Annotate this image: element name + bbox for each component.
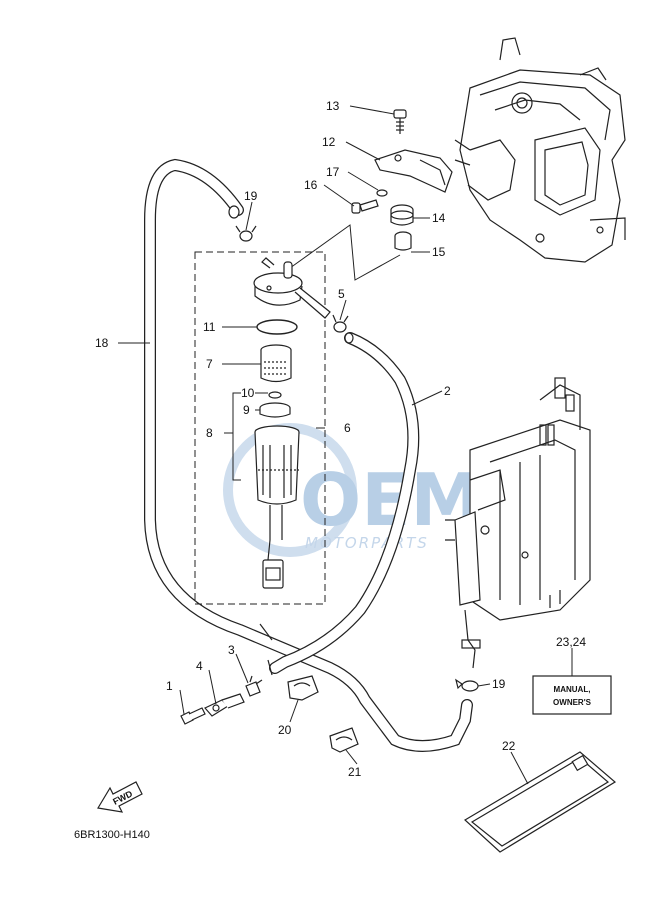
callout-9: 9 [243, 403, 250, 417]
filter-head [253, 257, 331, 319]
bracket-8 [224, 392, 325, 481]
clamp-19-bottom [455, 678, 479, 692]
callout-3: 3 [228, 643, 235, 657]
joint-4 [204, 693, 245, 717]
bolt-16 [351, 199, 379, 214]
holder-20 [287, 675, 319, 701]
fuel-hose-2 [267, 332, 420, 676]
callout-15: 15 [432, 245, 446, 259]
callout-11: 11 [203, 320, 216, 334]
callout-7: 7 [206, 357, 213, 371]
callout-20: 20 [278, 723, 292, 737]
engine-upper-assembly [454, 37, 626, 263]
holder-21 [329, 727, 359, 753]
diagram-code: 6BR1300-H140 [74, 829, 150, 841]
callout-19-top: 19 [244, 189, 258, 203]
callout-4: 4 [196, 659, 203, 673]
bolt-13 [393, 109, 407, 134]
clip-3 [245, 675, 263, 697]
grommet-14 [390, 204, 414, 226]
manual-line1: MANUAL, [554, 685, 591, 694]
bracket-12 [374, 149, 453, 193]
fwd-arrow: FWD [97, 781, 143, 813]
callout-10: 10 [241, 386, 255, 400]
o-ring-10 [268, 391, 282, 399]
callout-8: 8 [206, 426, 213, 440]
filter-assembly-box-6 [194, 251, 326, 605]
plug-1 [180, 707, 206, 725]
callout-21: 21 [348, 765, 362, 779]
filter-cup [254, 425, 300, 589]
callout-12: 12 [322, 135, 336, 149]
callout-22: 22 [502, 739, 516, 753]
callout-14: 14 [432, 211, 446, 225]
manual-line2: OWNER'S [553, 698, 592, 707]
leader-lines [118, 105, 573, 785]
callout-13: 13 [326, 99, 340, 113]
callout-5: 5 [338, 287, 345, 301]
filter-element-7 [260, 344, 292, 383]
vapor-separator-assembly [445, 377, 591, 669]
callouts: 13 12 17 16 14 15 19 5 11 7 18 2 10 9 8 … [95, 99, 586, 779]
callout-6: 6 [344, 421, 351, 435]
watermark-sub: MOTORPARTS [305, 534, 429, 552]
callout-23-24: 23,24 [556, 635, 586, 649]
bag-22 [463, 751, 617, 853]
callout-17: 17 [326, 165, 340, 179]
callout-18: 18 [95, 336, 109, 350]
callout-16: 16 [304, 178, 318, 192]
callout-19-bottom: 19 [492, 677, 506, 691]
washer-17 [376, 189, 388, 197]
callout-2: 2 [444, 384, 451, 398]
o-ring-11 [256, 319, 298, 335]
manual-23-24: MANUAL, OWNER'S [532, 675, 612, 715]
collar-15 [394, 231, 412, 251]
reference-lines [289, 224, 401, 281]
callout-1: 1 [166, 679, 173, 693]
float-9 [259, 402, 291, 418]
fuel-hose-18 [144, 158, 473, 752]
clamp-5 [332, 314, 349, 333]
clamp-19-top [235, 225, 257, 242]
